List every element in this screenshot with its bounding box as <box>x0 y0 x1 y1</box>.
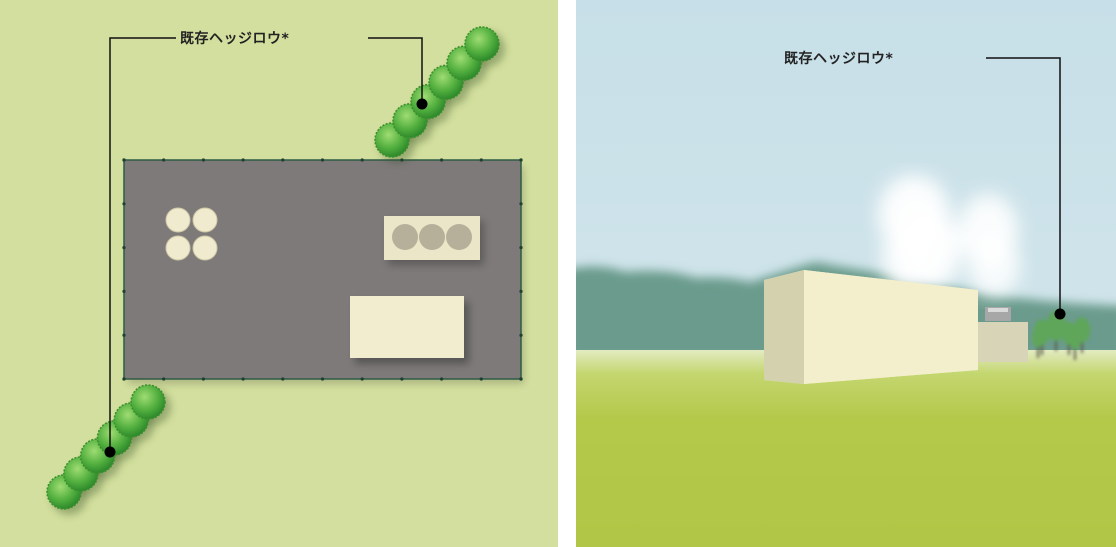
grass-field <box>576 350 1116 547</box>
fence-post <box>162 158 166 162</box>
fence-post <box>122 377 126 381</box>
fence-post <box>201 377 205 381</box>
fence-post <box>281 158 285 162</box>
hedgerow-trees <box>1032 311 1091 360</box>
hedgerow-top <box>374 26 505 163</box>
fence-post <box>122 158 126 162</box>
fence-post <box>400 377 404 381</box>
fence-post <box>320 377 325 381</box>
leader-dot-top <box>416 98 428 110</box>
fence-post <box>519 289 523 293</box>
hedge-bush <box>464 26 500 62</box>
leader-dot <box>1054 308 1066 320</box>
fence-post <box>519 158 523 162</box>
hedge-tree <box>1032 328 1044 348</box>
hedgerow-label-plan: 既存ヘッジロウ* <box>176 28 294 48</box>
fence-post <box>440 158 444 162</box>
fence-post <box>360 377 364 381</box>
tank <box>165 235 191 261</box>
leader-line-bottom <box>109 37 176 452</box>
main-building <box>350 296 464 358</box>
fence-post <box>440 377 444 381</box>
leader-line <box>986 57 1061 314</box>
fence-post <box>360 158 364 162</box>
perspective-view-illustration <box>576 0 1116 547</box>
annex-building <box>976 322 1028 362</box>
tank <box>192 235 218 261</box>
fence-post <box>122 289 126 293</box>
tank <box>192 207 218 233</box>
fence-post <box>122 202 126 206</box>
fence-posts <box>122 158 523 381</box>
fence-post <box>122 246 126 250</box>
tank-group <box>165 207 218 261</box>
fence-post <box>241 158 245 162</box>
fence-post <box>201 158 205 162</box>
perspective-view-panel <box>576 0 1116 547</box>
hedgerow-label-perspective: 既存ヘッジロウ* <box>784 51 894 67</box>
hedge-tree <box>1069 330 1081 350</box>
hedgerow-bottom <box>46 384 171 515</box>
fence-post <box>479 377 483 381</box>
fence-post <box>122 333 126 337</box>
fence-post <box>479 158 483 162</box>
leader-dot-bottom <box>104 446 116 458</box>
fan <box>392 224 418 250</box>
leader-line-top <box>368 37 423 104</box>
fence-post <box>519 202 523 206</box>
fence-post <box>320 158 325 162</box>
fence-post <box>162 377 166 381</box>
fence-post <box>519 333 523 337</box>
hedge-bush <box>130 384 166 420</box>
fence-post <box>519 377 523 381</box>
fence-post <box>519 246 523 250</box>
fence-post <box>241 377 245 381</box>
plan-view-panel: 既存ヘッジロウ* <box>0 0 558 547</box>
fence-post <box>281 377 285 381</box>
fan <box>419 224 445 250</box>
fan <box>446 224 472 250</box>
main-building-end-wall <box>764 270 804 384</box>
plan-view-illustration <box>0 0 558 547</box>
steam-plumes <box>878 175 1020 297</box>
tank <box>165 207 191 233</box>
